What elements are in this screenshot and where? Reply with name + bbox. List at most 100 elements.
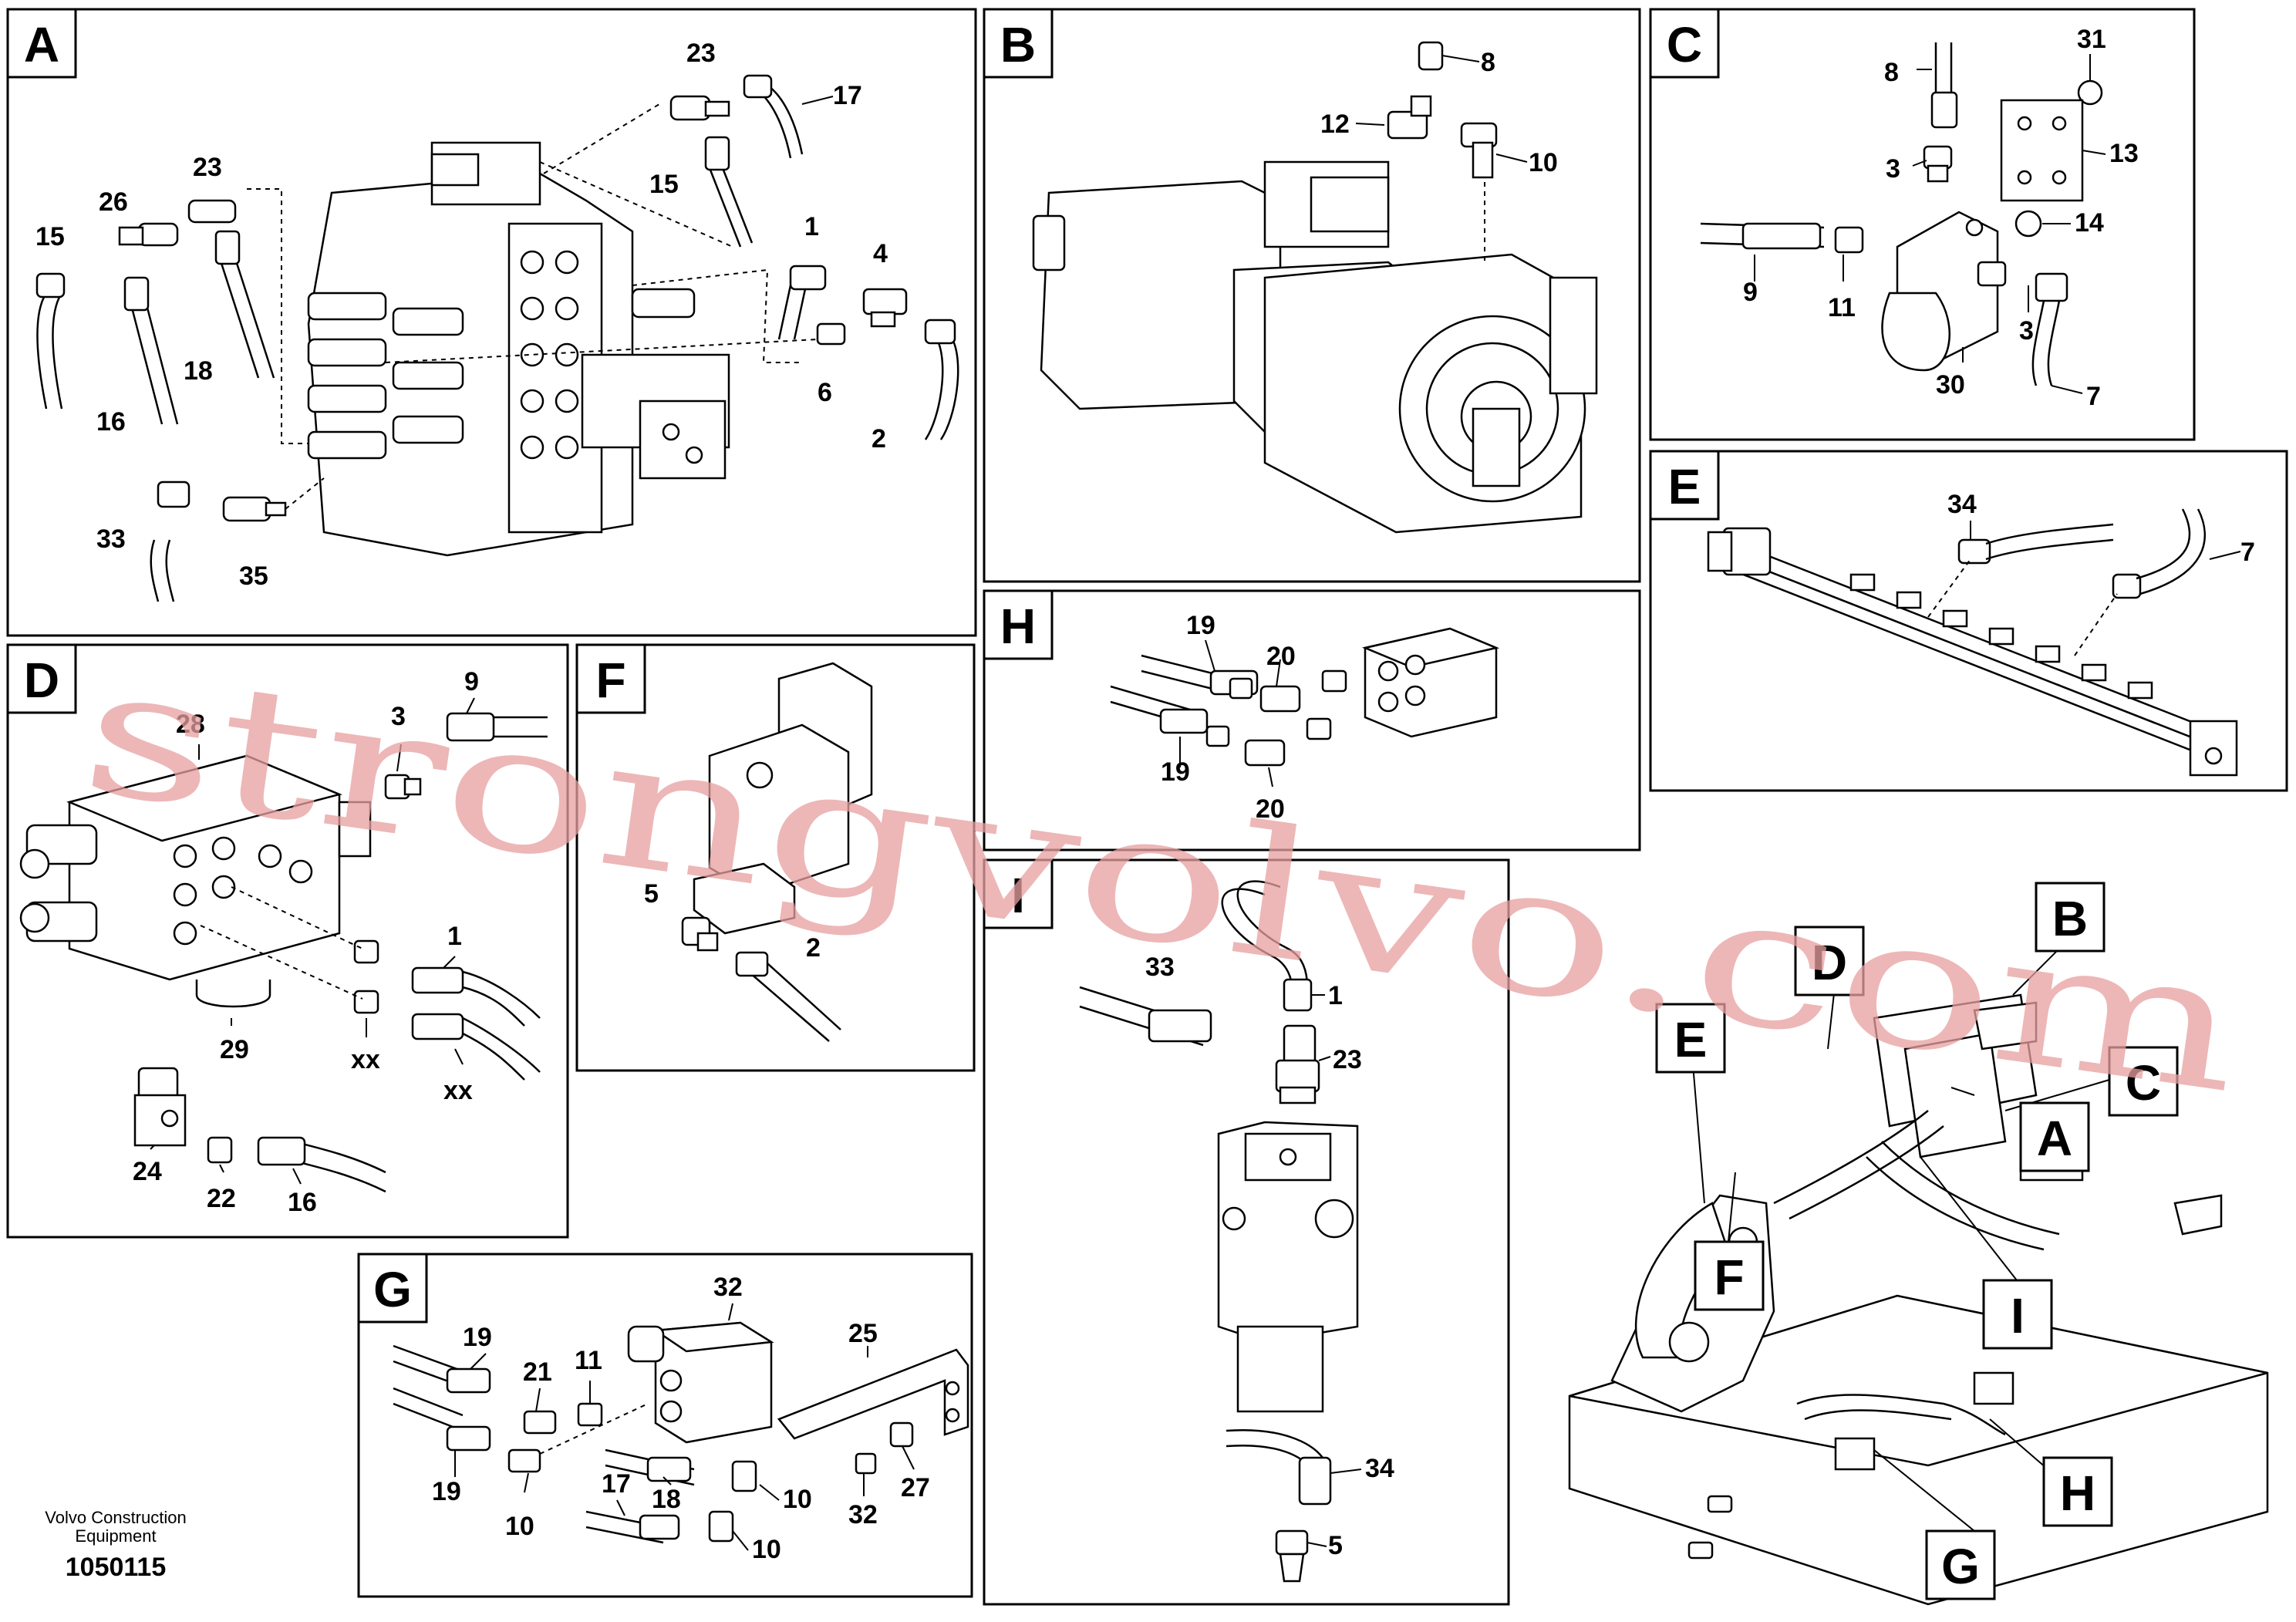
panel-b-callouts: 8 12 10 (1320, 48, 1558, 177)
svg-text:23: 23 (193, 153, 222, 182)
panel-i-callouts: 33 1 23 34 5 (1145, 953, 1394, 1560)
svg-text:33: 33 (1145, 953, 1175, 982)
panel-b-fittings (1387, 41, 1498, 179)
svg-text:I: I (2011, 1288, 2025, 1344)
svg-text:xx: xx (351, 1045, 380, 1074)
svg-text:27: 27 (901, 1473, 930, 1502)
svg-text:1: 1 (804, 212, 819, 241)
svg-text:26: 26 (99, 187, 128, 217)
panel-e-callouts: 34 7 (1947, 490, 2255, 567)
panel-d-callouts: 28 3 9 1 29 xx xx 24 22 16 (133, 667, 479, 1217)
svg-text:28: 28 (176, 710, 205, 739)
svg-text:F: F (595, 653, 625, 708)
svg-text:1: 1 (447, 922, 462, 951)
svg-text:xx: xx (443, 1076, 473, 1105)
panel-d-tag: D (6, 643, 77, 714)
svg-text:15: 15 (35, 222, 65, 251)
panel-a-callouts: 23 17 15 23 26 15 1 4 18 16 6 2 33 35 (35, 39, 888, 591)
svg-text:19: 19 (1161, 757, 1190, 787)
panel-i-frame (983, 858, 1510, 1606)
svg-text:19: 19 (432, 1477, 461, 1506)
svg-text:10: 10 (1529, 148, 1558, 177)
svg-text:9: 9 (464, 667, 479, 696)
svg-text:B: B (1000, 17, 1036, 73)
overview-tag-f: F (1694, 1240, 1765, 1311)
panel-f-parts (681, 662, 873, 1042)
svg-text:10: 10 (505, 1512, 534, 1541)
svg-text:6: 6 (818, 378, 832, 407)
panel-b-frame (983, 8, 1641, 583)
panel-i-parts (1079, 880, 1359, 1583)
svg-text:C: C (2126, 1055, 2161, 1111)
svg-text:17: 17 (833, 81, 862, 110)
svg-text:15: 15 (649, 170, 679, 199)
panel-g-parts (393, 1321, 969, 1544)
svg-text:11: 11 (1828, 293, 1856, 322)
svg-text:3: 3 (1886, 154, 1900, 184)
svg-text:E: E (1674, 1012, 1708, 1067)
svg-text:22: 22 (207, 1184, 236, 1213)
overview-tag-a: A (2019, 1101, 2090, 1172)
svg-text:16: 16 (96, 407, 126, 437)
hydraulic-pump-drawing (1032, 154, 1598, 534)
panel-g-frame (357, 1253, 973, 1598)
panel-d-frame (6, 643, 569, 1239)
panel-f-tag: F (575, 643, 646, 714)
svg-text:8: 8 (1884, 58, 1899, 87)
panel-c-parts (1700, 42, 2103, 386)
svg-text:32: 32 (848, 1500, 878, 1529)
svg-text:I: I (1011, 868, 1025, 923)
drawing-number: 1050115 (66, 1553, 167, 1582)
svg-text:18: 18 (184, 356, 213, 386)
watermark-text: strongvolvo.com (71, 627, 2254, 1134)
svg-text:5: 5 (1328, 1531, 1343, 1560)
svg-text:C: C (1667, 17, 1702, 73)
panel-b-tag: B (983, 8, 1054, 79)
svg-text:B: B (2052, 891, 2088, 946)
panel-h-parts (1110, 627, 1500, 767)
svg-text:D: D (24, 653, 59, 708)
panel-f-callouts: 5 2 (644, 879, 821, 963)
company-name-line2: Equipment (75, 1526, 156, 1546)
overview-tag-b: B (2035, 882, 2106, 953)
svg-text:29: 29 (220, 1035, 249, 1064)
svg-text:19: 19 (463, 1323, 492, 1352)
svg-text:20: 20 (1256, 794, 1285, 824)
panel-a-frame (6, 8, 977, 637)
svg-text:G: G (373, 1262, 412, 1317)
svg-text:11: 11 (575, 1346, 602, 1375)
overview-tag-d: D (1794, 926, 1865, 996)
svg-text:A: A (2037, 1111, 2072, 1166)
svg-text:31: 31 (2077, 25, 2106, 54)
svg-text:10: 10 (783, 1485, 812, 1514)
svg-text:F: F (1714, 1249, 1744, 1305)
svg-text:21: 21 (523, 1357, 552, 1387)
panel-e-frame (1649, 450, 2288, 792)
svg-text:1: 1 (1328, 981, 1343, 1010)
svg-text:8: 8 (1481, 48, 1495, 77)
panel-f-frame (575, 643, 976, 1072)
overview-tag-i: I (1982, 1279, 2053, 1350)
panel-a-tag: A (6, 8, 77, 79)
svg-text:25: 25 (848, 1319, 878, 1348)
company-name-line1: Volvo Construction (45, 1508, 186, 1527)
overview-tag-c: C (2108, 1046, 2179, 1117)
svg-text:20: 20 (1266, 642, 1296, 671)
svg-text:E: E (1668, 459, 1701, 514)
overview-tag-h: H (2042, 1456, 2113, 1527)
machine-overview-drawing (1568, 993, 2269, 1606)
panel-g-callouts: 32 25 19 21 11 19 17 18 10 32 27 10 10 (432, 1273, 930, 1564)
svg-text:34: 34 (1947, 490, 1977, 519)
svg-text:23: 23 (686, 39, 716, 68)
overview-tag-e: E (1655, 1003, 1726, 1074)
panel-c-callouts: 8 31 3 13 14 9 11 3 30 7 (1743, 25, 2139, 411)
svg-text:3: 3 (2019, 316, 2034, 346)
svg-text:H: H (1000, 599, 1036, 654)
panel-i-tag: I (983, 858, 1054, 929)
svg-text:17: 17 (602, 1469, 631, 1499)
panel-e-parts (1707, 508, 2238, 777)
svg-text:13: 13 (2109, 139, 2139, 168)
svg-text:30: 30 (1936, 370, 1965, 400)
svg-text:23: 23 (1333, 1045, 1362, 1074)
